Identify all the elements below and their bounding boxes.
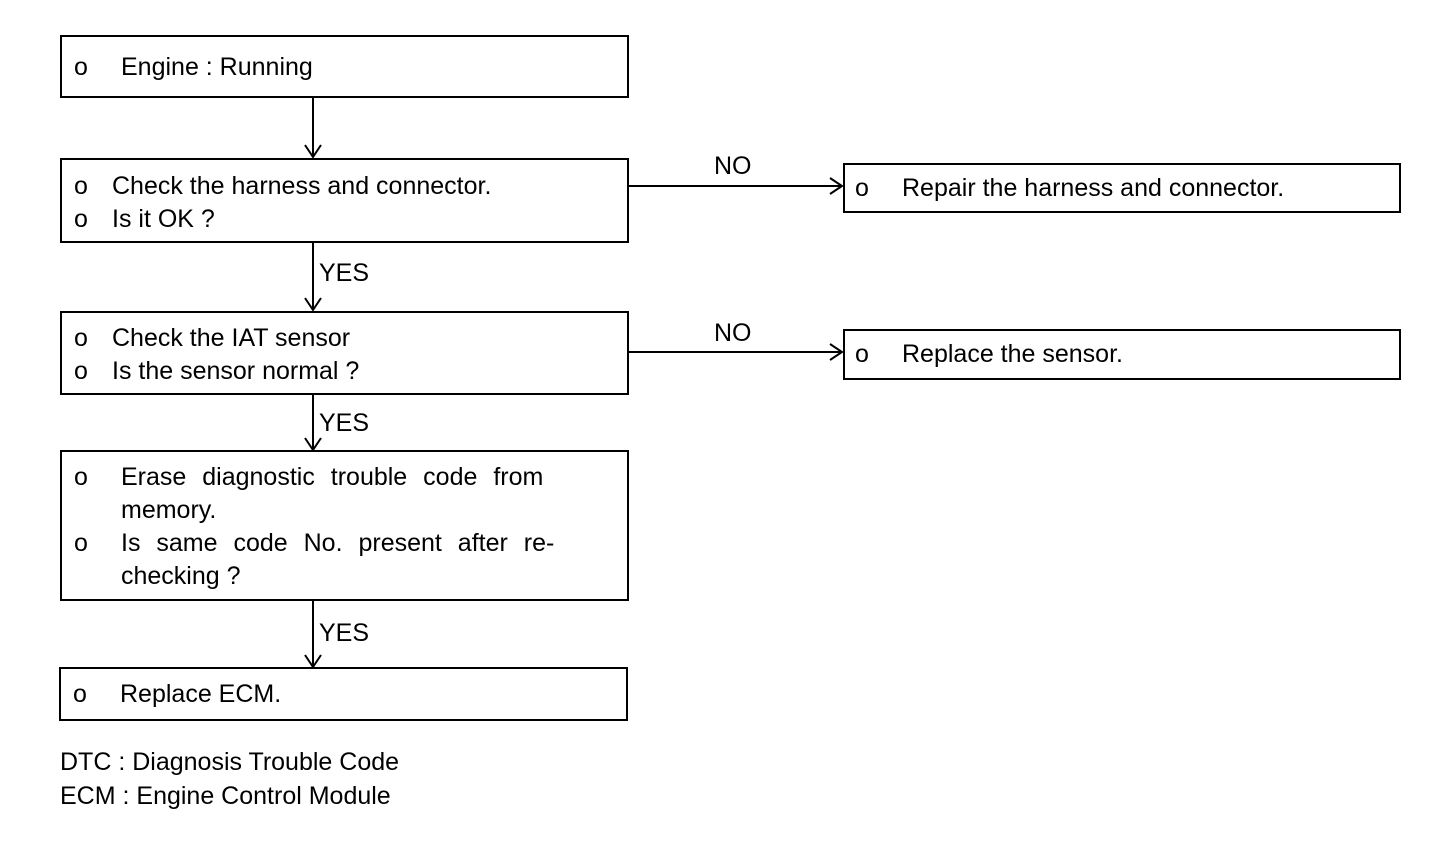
step-question: checking ? [121,562,241,590]
bullet: o [74,357,88,385]
legend-ecm: ECM : Engine Control Module [60,782,391,810]
bullet: o [73,680,87,708]
step-engine-running: o Engine : Running [60,35,629,98]
arrowhead [304,144,322,159]
bullet: o [74,53,88,81]
yes-label: YES [319,259,370,287]
step-question: Is same code No. present after re- [121,529,555,557]
bullet: o [74,205,88,233]
step-erase-dtc: o Erase diagnostic trouble code from mem… [60,450,629,601]
step-text: Check the harness and connector. [112,172,492,200]
step-question: Is the sensor normal ? [112,357,360,385]
step-question: Is it OK ? [112,205,215,233]
step-check-harness: o Check the harness and connector. o Is … [60,158,629,243]
arrowhead [829,177,844,195]
step-text: Engine : Running [121,53,313,81]
legend-dtc: DTC : Diagnosis Trouble Code [60,748,400,776]
branch-repair-harness: o Repair the harness and connector. [843,163,1401,213]
step-text: Replace ECM. [120,680,282,708]
step-text: Check the IAT sensor [112,324,351,352]
branch-text: Repair the harness and connector. [902,174,1285,202]
bullet: o [74,463,88,491]
bullet: o [74,529,88,557]
step-replace-ecm: o Replace ECM. [59,667,628,721]
bullet: o [855,174,869,202]
yes-label: YES [319,619,370,647]
yes-label: YES [319,409,370,437]
step-text: memory. [121,496,217,524]
step-text: Erase diagnostic trouble code from [121,463,544,491]
branch-text: Replace the sensor. [902,340,1123,368]
bullet: o [74,324,88,352]
no-label: NO [714,319,752,347]
branch-replace-sensor: o Replace the sensor. [843,329,1401,380]
arrowhead [304,297,322,312]
bullet: o [855,340,869,368]
no-label: NO [714,152,752,180]
bullet: o [74,172,88,200]
step-check-iat-sensor: o Check the IAT sensor o Is the sensor n… [60,311,629,395]
arrowhead [829,343,844,361]
